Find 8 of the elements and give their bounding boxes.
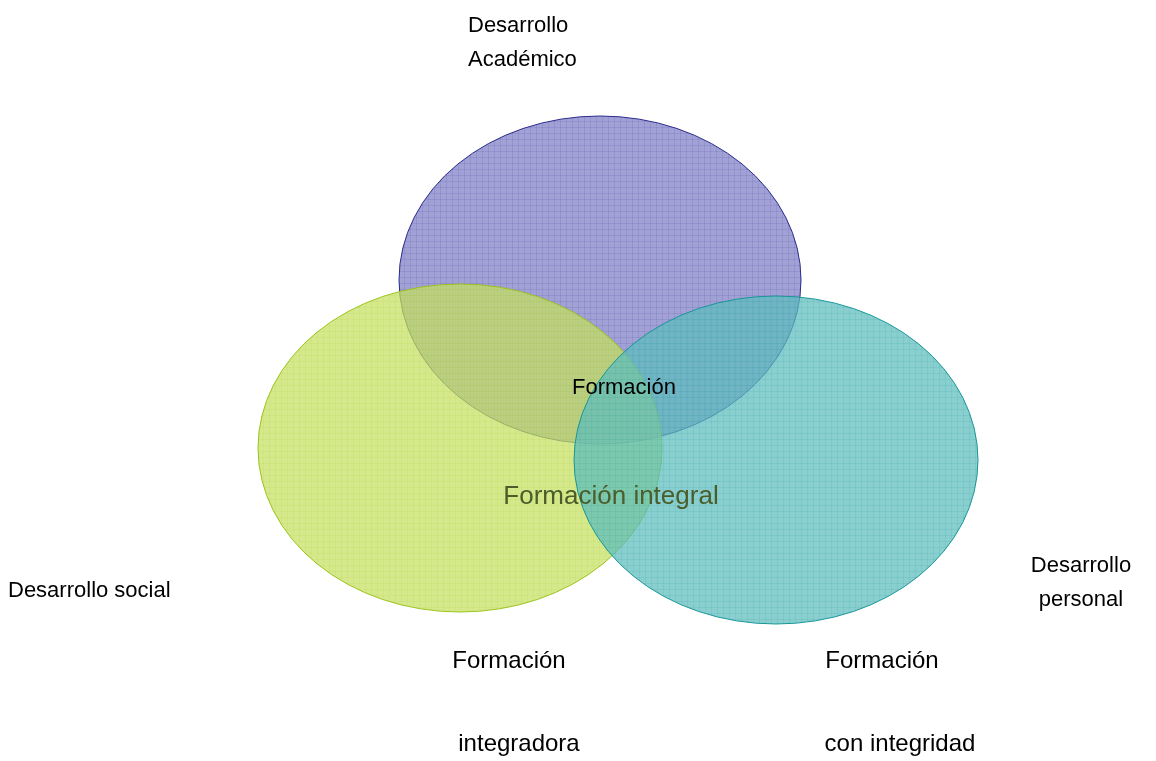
circle-label: Desarrollo personal [1029, 551, 1133, 614]
caption-label: integradora [458, 728, 580, 758]
circle-label: Desarrollo social [8, 576, 172, 604]
caption-label: Formación [452, 645, 566, 675]
overlap-label: Formación [572, 372, 676, 401]
caption-label: Formación [825, 645, 939, 675]
caption-label: con integridad [824, 728, 976, 758]
circle-label: Desarrollo Académico [468, 11, 578, 74]
